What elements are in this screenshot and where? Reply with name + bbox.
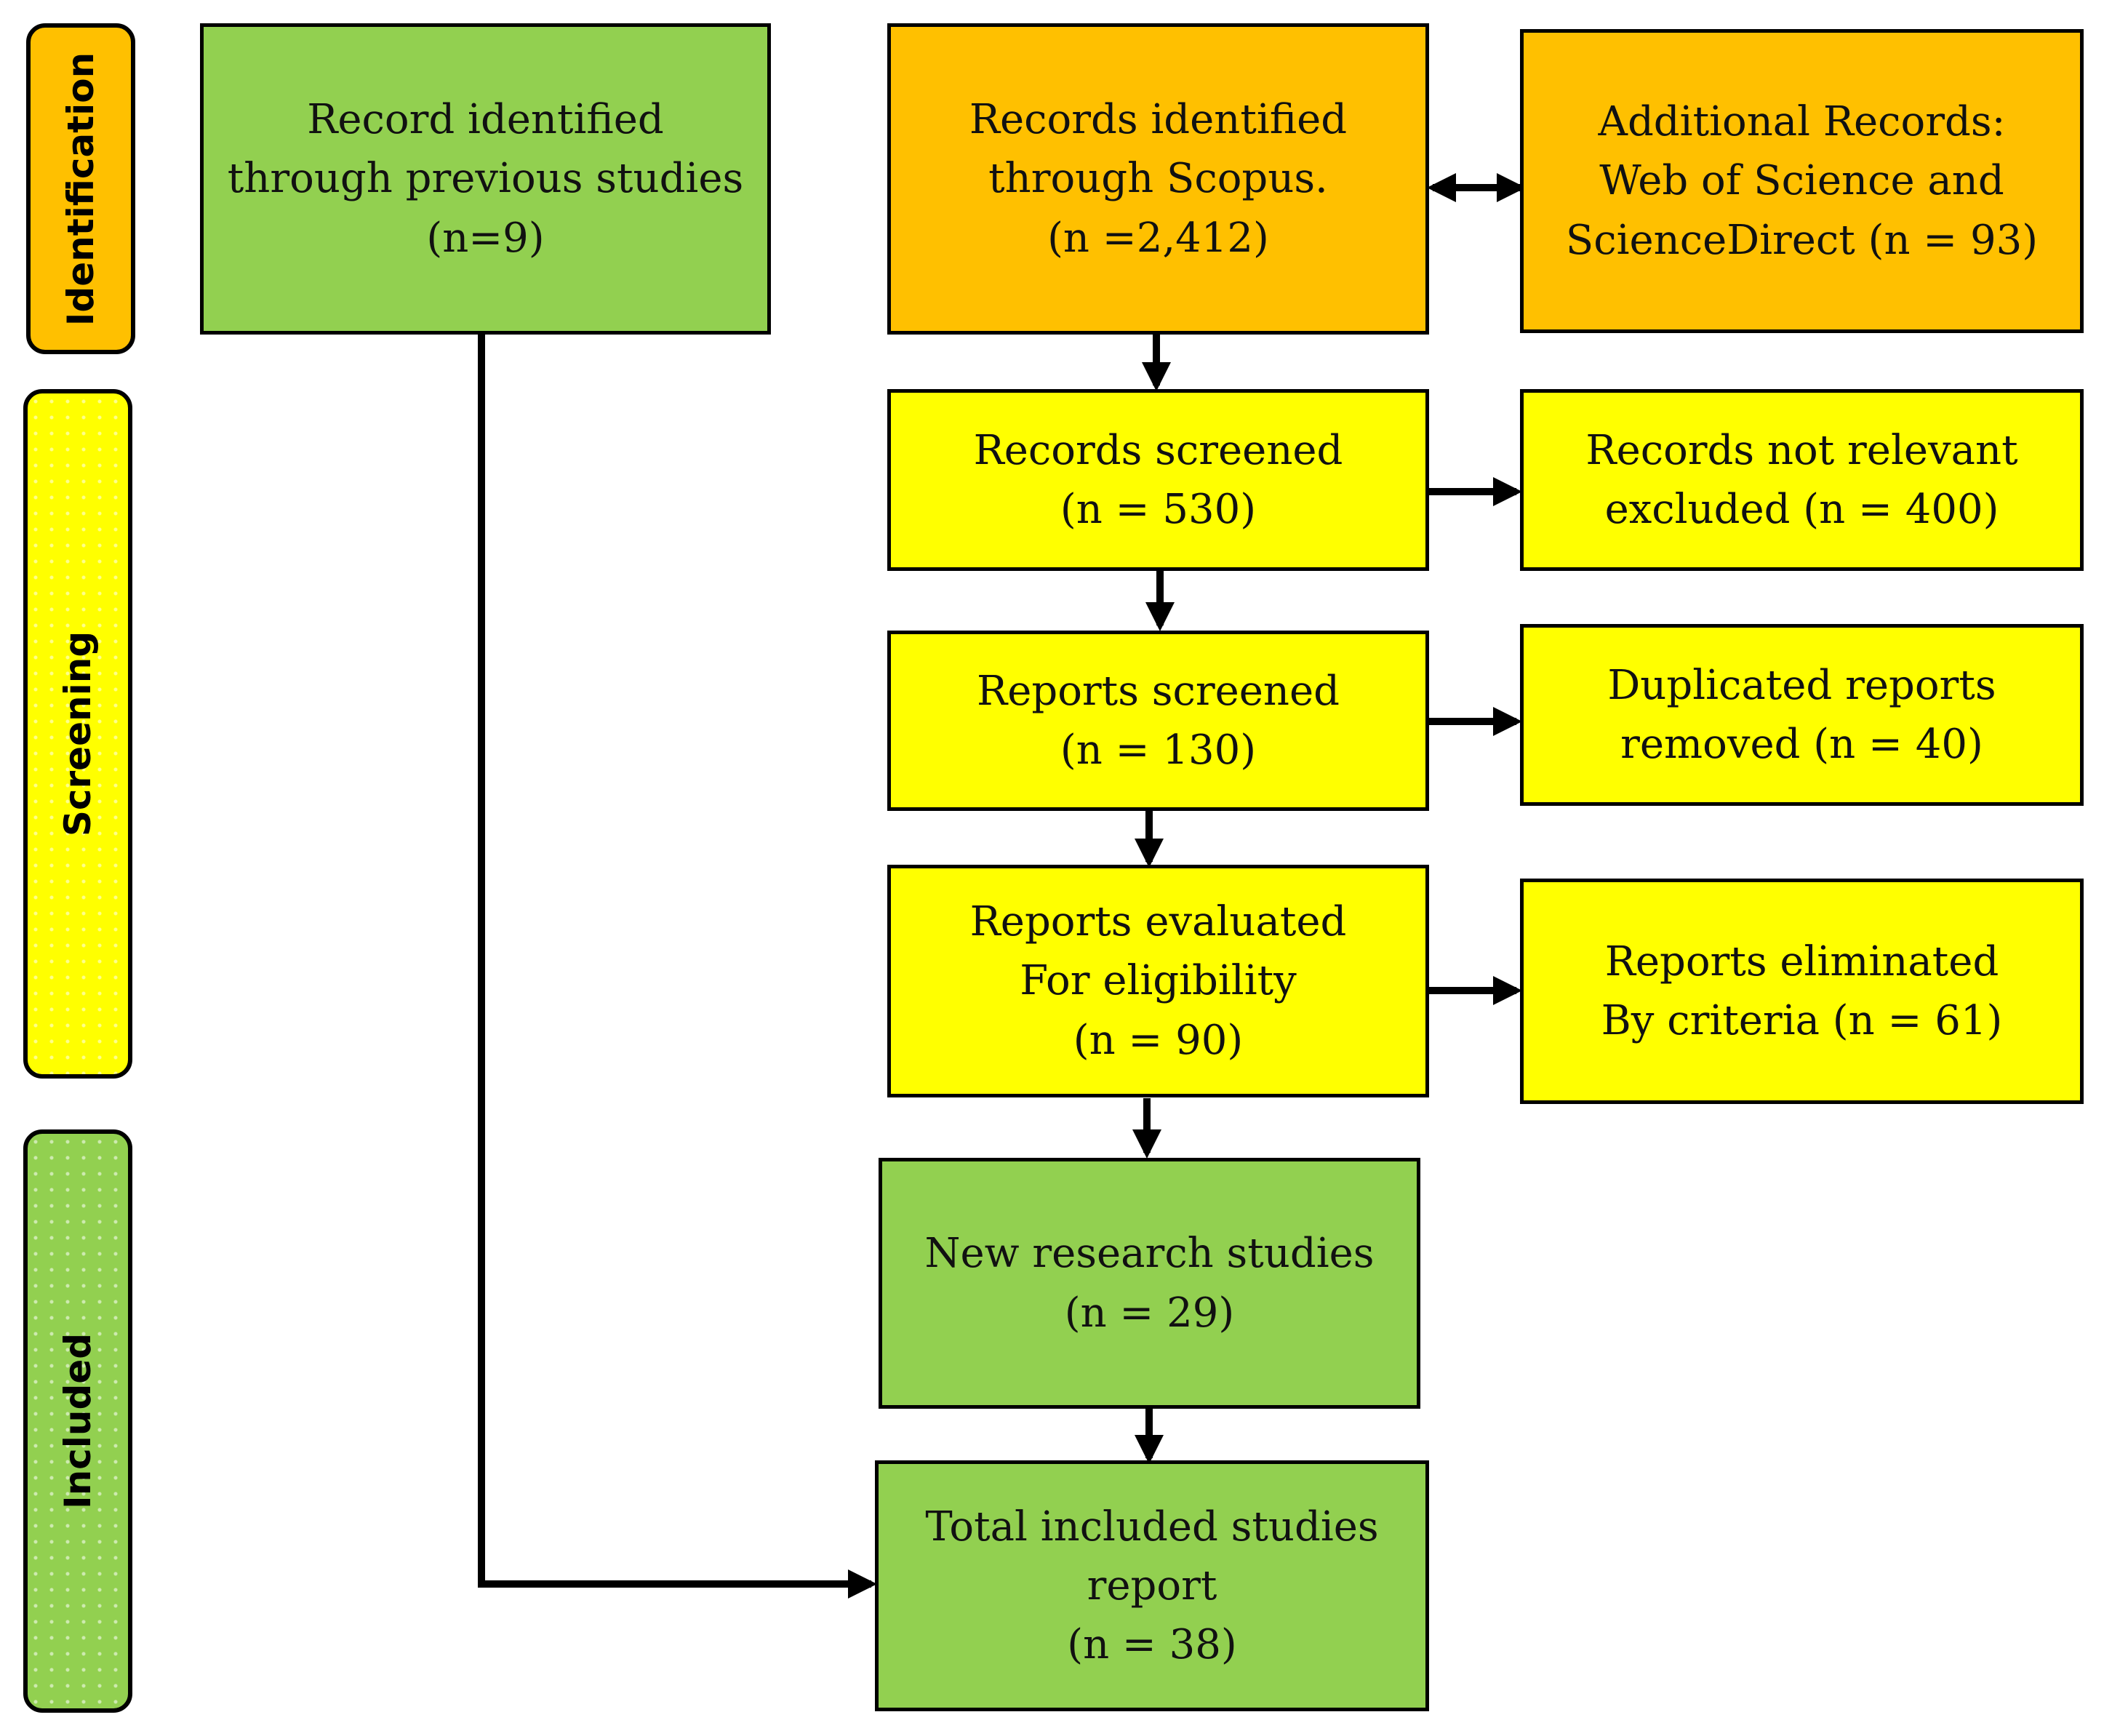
- box-duplicated-reports-text: Duplicated reports removed (n = 40): [1607, 661, 1996, 768]
- phase-identification: Identification: [26, 23, 135, 354]
- box-records-screened-text: Records screened (n = 530): [973, 426, 1343, 533]
- box-reports-eliminated: Reports eliminated By criteria (n = 61): [1520, 879, 2084, 1104]
- box-new-research-studies: New research studies (n = 29): [879, 1158, 1420, 1409]
- box-previous-studies-text: Record identified through previous studi…: [227, 96, 744, 262]
- box-records-not-relevant-text: Records not relevant excluded (n = 400): [1585, 426, 2018, 533]
- box-records-screened: Records screened (n = 530): [887, 389, 1429, 571]
- line-previous-to-total: [478, 335, 877, 1599]
- box-records-not-relevant: Records not relevant excluded (n = 400): [1520, 389, 2084, 571]
- box-reports-evaluated-text: Reports evaluated For eligibility (n = 9…: [969, 898, 1347, 1064]
- box-previous-studies: Record identified through previous studi…: [200, 23, 771, 335]
- box-additional-records: Additional Records: Web of Science and S…: [1520, 29, 2084, 333]
- box-additional-records-text: Additional Records: Web of Science and S…: [1565, 98, 2039, 264]
- box-reports-screened: Reports screened (n = 130): [887, 631, 1429, 811]
- box-scopus: Records identified through Scopus. (n =2…: [887, 23, 1429, 335]
- box-scopus-text: Records identified through Scopus. (n =2…: [969, 96, 1348, 262]
- box-total-included-text: Total included studies report (n = 38): [925, 1503, 1379, 1669]
- box-reports-evaluated: Reports evaluated For eligibility (n = 9…: [887, 865, 1429, 1097]
- box-reports-screened-text: Reports screened (n = 130): [977, 667, 1340, 774]
- box-duplicated-reports: Duplicated reports removed (n = 40): [1520, 624, 2084, 806]
- box-total-included: Total included studies report (n = 38): [875, 1460, 1429, 1711]
- box-reports-eliminated-text: Reports eliminated By criteria (n = 61): [1601, 937, 2003, 1044]
- phase-screening: Screening: [23, 389, 132, 1079]
- phase-included: Included: [23, 1129, 132, 1713]
- box-new-research-studies-text: New research studies (n = 29): [924, 1230, 1375, 1337]
